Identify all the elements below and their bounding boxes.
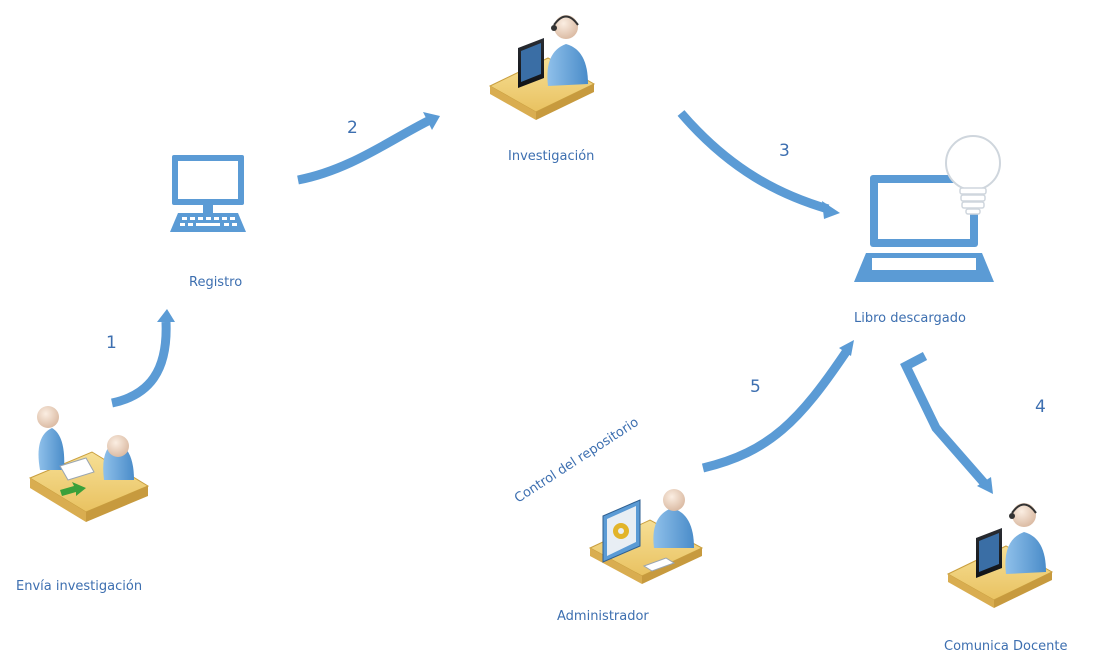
arrow-5-caption: Control del repositorio [512,415,642,506]
arrow-4 [900,352,993,494]
arrow-5 [701,340,854,473]
admin-node: Administrador [557,489,704,624]
person-at-computer-icon [488,15,596,120]
admin-label: Administrador [557,609,649,624]
person-at-computer-icon [946,503,1054,608]
arrow-3-number: 3 [779,141,790,161]
teacher-node: Comunica Docente [944,503,1067,654]
arrow-5-number: 5 [750,377,761,397]
book-node: Libro descargado [854,135,1001,326]
arrow-1-number: 1 [106,333,117,353]
arrow-3 [677,110,840,219]
computer-monitor-icon [170,155,246,232]
research-node: Investigación [488,15,596,164]
teacher-label: Comunica Docente [944,639,1067,654]
arrow-2 [297,112,440,185]
registry-node: Registro [170,155,246,290]
admin-at-computer-icon [588,489,704,584]
research-label: Investigación [508,149,594,164]
sender-label: Envía investigación [16,579,142,594]
sender-node: Envía investigación [16,406,150,594]
arrow-4-number: 4 [1035,397,1046,417]
laptop-lightbulb-icon [854,135,1001,282]
person-handing-document-icon [28,406,150,522]
arrow-2-number: 2 [347,118,358,138]
arrow-1 [110,309,175,408]
registry-label: Registro [189,275,242,290]
book-label: Libro descargado [854,311,966,326]
